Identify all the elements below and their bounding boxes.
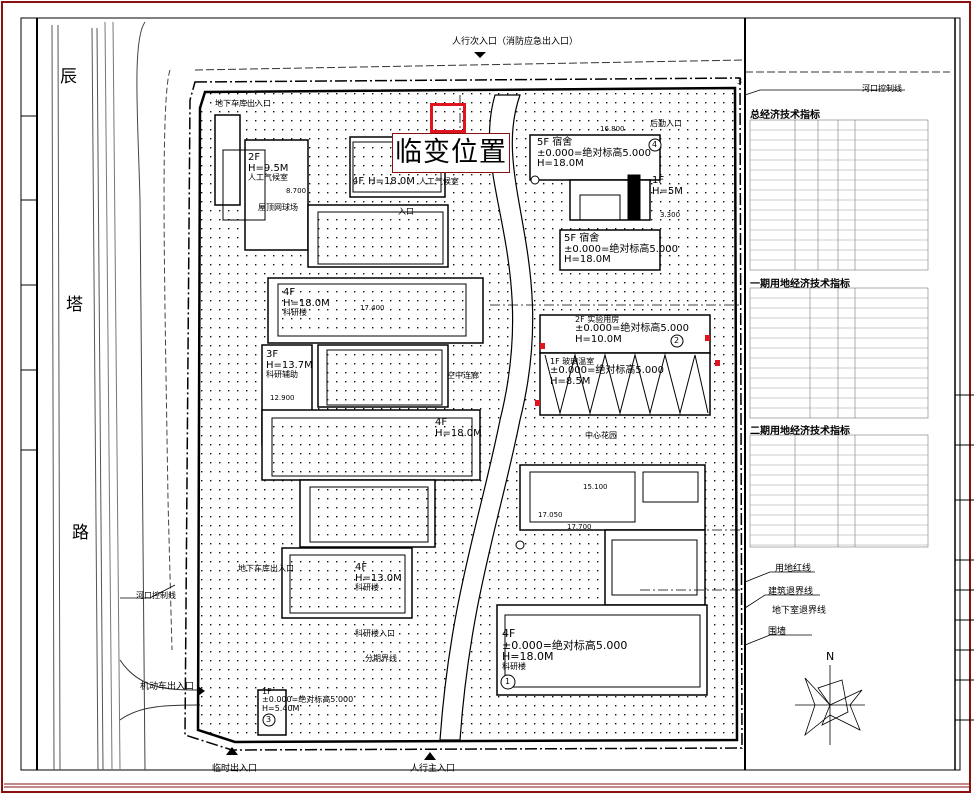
- grid-number: 4: [652, 140, 658, 149]
- elevation-label: 8.700: [286, 187, 307, 195]
- temporary-substation-callout: 临变位置: [392, 133, 510, 173]
- main-road: [439, 94, 534, 741]
- compass-rose: [795, 665, 865, 745]
- road-name-char: 路: [72, 523, 89, 543]
- building-research-east-c: [496, 604, 708, 696]
- legend-item: 地下室退界线: [772, 606, 827, 616]
- entrance-label: 入口: [398, 207, 414, 216]
- south-pedestrian-entrance-label: 人行主入口: [410, 764, 456, 774]
- garage-entrance-label: 地下车库出入口: [215, 99, 271, 108]
- legend-item: 建筑退界线: [768, 587, 814, 597]
- rooftop-tennis-label: 屋顶网球场: [258, 203, 298, 212]
- grid-number: 3: [737, 77, 743, 86]
- phase-boundary-label: 分期界线: [365, 654, 397, 663]
- sheet-frame: [20, 17, 961, 771]
- legend-item: 用地红线: [775, 564, 812, 574]
- building-research-east-a: [519, 464, 706, 531]
- research-entrance-label: 科研楼入口: [355, 629, 395, 638]
- grid-number: 3: [266, 715, 272, 724]
- north-pedestrian-entrance-label: 人行次入口（消防应急出入口）: [452, 37, 579, 47]
- vehicle-entrance-label: 机动车出入口: [140, 682, 195, 692]
- building-dorm-south: [559, 229, 661, 271]
- river-control-line-label: 河口控制线: [136, 591, 176, 600]
- road-name-char: 辰: [60, 67, 77, 87]
- elevation-label: 15.100: [583, 483, 608, 491]
- river-control-line-label: 河口控制线: [862, 84, 902, 93]
- road-name-char: 塔: [66, 295, 83, 315]
- temporary-entrance-label: 临时出入口: [212, 764, 258, 774]
- elevation-label: 17.400: [360, 304, 385, 312]
- table-title: 二期用地经济技术指标: [750, 426, 850, 437]
- table-title: 总经济技术指标: [750, 110, 820, 121]
- rear-entrance-label: 后勤入口: [650, 119, 682, 128]
- building-dorm-north: [529, 134, 661, 181]
- building-climate-2f: [244, 139, 309, 251]
- building-research-east-b: [604, 529, 706, 606]
- garage-ramp-north: [214, 114, 241, 206]
- compass-north-label: N: [826, 650, 835, 663]
- air-corridor-label: 空中连廊: [447, 371, 479, 380]
- elevation-label: 12.900: [270, 394, 295, 402]
- elevation-label: 17.050: [538, 511, 563, 519]
- garage-exit-label: 地下车库出入口: [238, 564, 294, 573]
- grid-number: 1: [505, 677, 511, 686]
- elevation-label: 16.800: [600, 125, 625, 133]
- table-grids: [749, 119, 929, 548]
- grid-number: 2: [674, 336, 680, 345]
- legend-item: 围墙: [768, 627, 787, 637]
- building-1f-south: [257, 689, 287, 736]
- temporary-substation-highlight: [430, 103, 466, 133]
- central-garden-label: 中心花园: [585, 431, 617, 440]
- table-title: 一期用地经济技术指标: [750, 279, 850, 290]
- elevation-label: 17.700: [567, 523, 592, 531]
- elevation-label: 3.300: [660, 211, 681, 219]
